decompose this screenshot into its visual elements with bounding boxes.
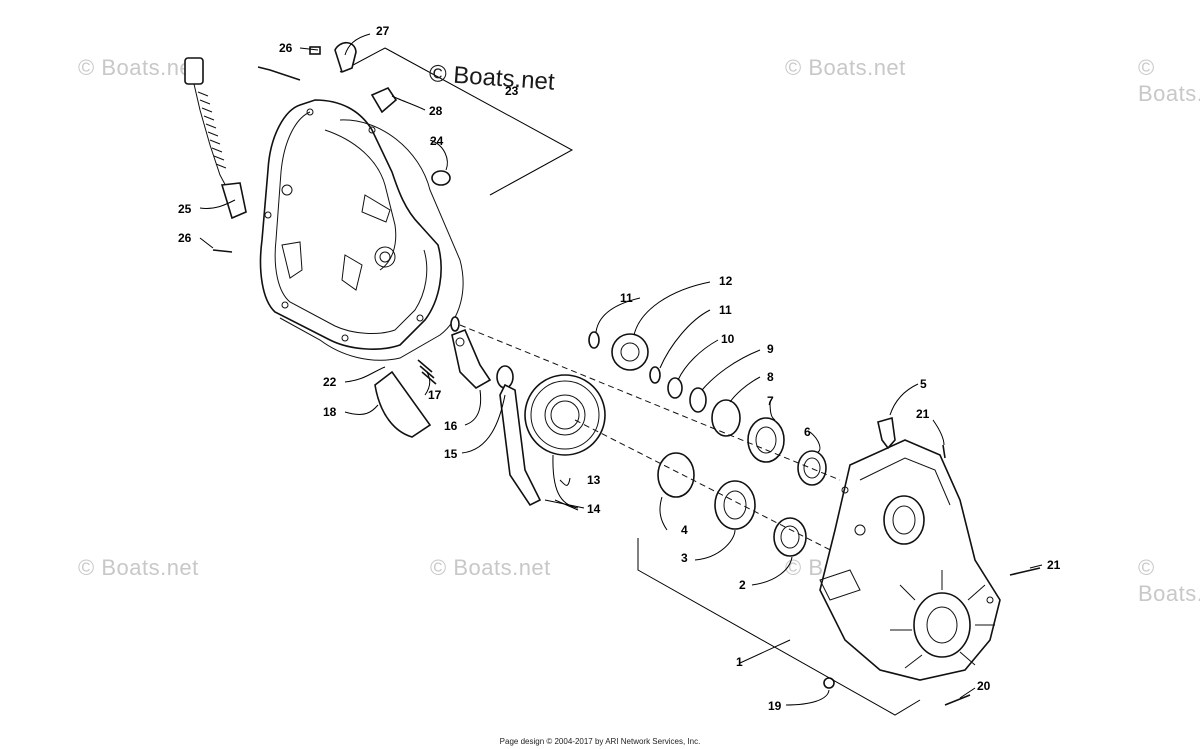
small-gear bbox=[611, 333, 649, 371]
callout-27: 27 bbox=[376, 24, 390, 38]
screw-26-left bbox=[212, 249, 233, 253]
callout-21-top: 21 bbox=[916, 407, 930, 421]
seal-6 bbox=[797, 450, 827, 486]
sprocket-gear bbox=[524, 374, 606, 456]
tensioner-shoe bbox=[374, 370, 432, 438]
callout-3: 3 bbox=[681, 551, 688, 565]
callout-26-left: 26 bbox=[178, 231, 192, 245]
bearing-3 bbox=[714, 480, 756, 530]
callout-10: 10 bbox=[721, 332, 735, 346]
callout-15: 15 bbox=[444, 447, 458, 461]
washer bbox=[667, 377, 683, 399]
bolt-21-top bbox=[942, 444, 946, 459]
bolt-21-right bbox=[1009, 567, 1041, 576]
callout-20: 20 bbox=[977, 679, 991, 693]
o-ring-4 bbox=[657, 452, 695, 498]
footer-copyright: Page design © 2004-2017 by ARI Network S… bbox=[499, 737, 701, 746]
drive-cover bbox=[259, 99, 442, 350]
plug bbox=[370, 86, 398, 114]
callout-19: 19 bbox=[768, 699, 782, 713]
chaincase-housing bbox=[819, 439, 1001, 681]
callout-26-top: 26 bbox=[279, 41, 293, 55]
watermark-top-right: © Boats.net bbox=[785, 55, 906, 80]
leader-lines bbox=[199, 33, 1043, 706]
speed-sensor bbox=[184, 57, 247, 220]
callout-11-right: 11 bbox=[719, 303, 732, 317]
callout-8: 8 bbox=[767, 370, 774, 384]
callout-12: 12 bbox=[719, 274, 733, 288]
spacer bbox=[689, 387, 707, 413]
o-ring-8 bbox=[711, 399, 741, 437]
bracket-23 bbox=[384, 47, 574, 196]
callout-9: 9 bbox=[767, 342, 774, 356]
screw-26-top bbox=[257, 46, 321, 81]
callout-5: 5 bbox=[920, 377, 927, 391]
callout-4: 4 bbox=[681, 523, 688, 537]
watermark-bottom-mid: © Boats.net bbox=[430, 555, 551, 580]
watermark-top-far-right: © Boats.net bbox=[1138, 55, 1200, 106]
callout-11-left: 11 bbox=[620, 291, 633, 305]
seal-2 bbox=[773, 517, 807, 557]
callout-23: 23 bbox=[505, 84, 519, 98]
watermark-bottom-left: © Boats.net bbox=[78, 555, 199, 580]
clip bbox=[334, 41, 357, 74]
oil-seal bbox=[431, 170, 451, 186]
tensioner bbox=[450, 316, 492, 389]
bearing-7 bbox=[747, 417, 785, 463]
callout-16: 16 bbox=[444, 419, 458, 433]
watermark-bottom-far-right: © Boats.net bbox=[1138, 555, 1200, 606]
gasket bbox=[279, 119, 464, 361]
snap-ring-11b bbox=[649, 366, 661, 384]
callout-24: 24 bbox=[430, 134, 444, 148]
callout-7: 7 bbox=[767, 394, 774, 408]
callout-2: 2 bbox=[739, 578, 746, 592]
callout-28: 28 bbox=[429, 104, 443, 118]
callout-18: 18 bbox=[323, 405, 337, 419]
callouts: 27 26 23 28 24 25 26 22 18 17 16 15 13 1… bbox=[178, 24, 1061, 713]
callout-17: 17 bbox=[428, 388, 442, 402]
bolt-20 bbox=[944, 694, 971, 706]
callout-14: 14 bbox=[587, 502, 601, 516]
callout-22: 22 bbox=[323, 375, 337, 389]
callout-21-right: 21 bbox=[1047, 558, 1061, 572]
callout-6: 6 bbox=[804, 425, 811, 439]
callout-1: 1 bbox=[736, 655, 743, 669]
watermark-top-left: © Boats.net bbox=[78, 55, 199, 80]
vent-fitting bbox=[877, 416, 896, 450]
snap-ring-11a bbox=[588, 331, 600, 349]
callout-13: 13 bbox=[587, 473, 601, 487]
bracket-1 bbox=[637, 538, 921, 716]
callout-25: 25 bbox=[178, 202, 192, 216]
